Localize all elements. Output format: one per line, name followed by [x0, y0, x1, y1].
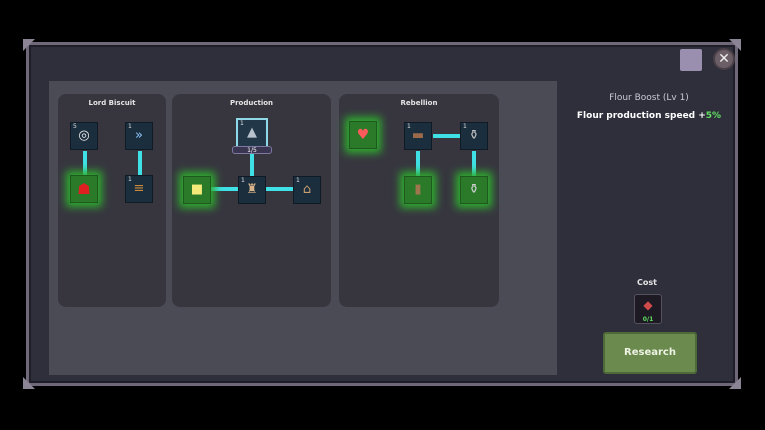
node-worker[interactable]: 1 ♜ [238, 176, 266, 204]
node-stopwatch[interactable]: 5 ◎ [70, 122, 98, 150]
node-progress: 1/5 [232, 146, 272, 154]
board-icon: ▮ [414, 182, 422, 197]
branch-production: Production 1 ▲ 1/5 ■ 1 ♜ 1 ⌂ [172, 94, 331, 307]
frame-corner [23, 377, 35, 389]
menu-tab-button[interactable] [680, 49, 702, 71]
red-lord-icon: ☗ [77, 180, 91, 198]
node-level: 1 [128, 176, 132, 183]
tech-tree-area: Lord Biscuit 5 ◎ 1 » ☗ 1 ≡ Production [49, 81, 557, 375]
tree-link [250, 154, 254, 178]
node-speed[interactable]: 1 » [125, 122, 153, 150]
cost-label: Cost [637, 278, 657, 287]
cost-amount: 0/1 [642, 316, 654, 323]
branch-rebellion: Rebellion ♥ 1 ▬ 1 ⚱ ▮ ⚱ [339, 94, 499, 307]
node-level: 1 [407, 123, 411, 130]
node-level: 1 [463, 123, 467, 130]
stopwatch-icon: ◎ [78, 128, 90, 143]
node-red-lord[interactable]: ☗ [70, 175, 98, 203]
anvil-icon: ⌂ [302, 182, 312, 197]
frame-corner [729, 377, 741, 389]
node-anvil[interactable]: 1 ⌂ [293, 176, 321, 204]
upgrade-title: Flour Boost (Lv 1) [609, 93, 689, 103]
node-heart[interactable]: ♥ [349, 121, 377, 149]
bread-pile-icon: ≡ [133, 181, 145, 196]
node-board[interactable]: ▮ [404, 176, 432, 204]
node-level: 1 [241, 177, 245, 184]
meat-icon: ◆ [643, 298, 653, 312]
research-button[interactable]: Research [603, 332, 697, 374]
node-level: 1 [240, 120, 244, 127]
cost-item: ◆ 0/1 [634, 294, 662, 324]
branch-title: Lord Biscuit [88, 99, 136, 107]
upgrade-description-text: Flour production speed + [576, 111, 706, 121]
grinder-icon: ⚱ [468, 182, 480, 197]
branch-title: Rebellion [400, 99, 438, 107]
tree-link [433, 134, 463, 138]
tree-link [472, 151, 476, 176]
node-butter[interactable]: ■ [183, 176, 211, 204]
upgrade-bonus: 5% [705, 111, 722, 121]
node-grinder[interactable]: ⚱ [460, 176, 488, 204]
close-button[interactable]: ✕ [713, 48, 735, 70]
node-bread-pile[interactable]: 1 ≡ [125, 175, 153, 203]
tree-link [83, 151, 87, 175]
tree-link [138, 151, 142, 175]
speed-arrows-icon: » [135, 128, 143, 143]
branch-lord-biscuit: Lord Biscuit 5 ◎ 1 » ☗ 1 ≡ [58, 94, 166, 307]
flour-sack-icon: ▲ [247, 125, 257, 140]
frame-corner [729, 39, 741, 51]
tree-link [264, 187, 294, 191]
tree-link [210, 187, 240, 191]
node-level: 1 [296, 177, 300, 184]
branch-title: Production [229, 99, 274, 107]
worker-icon: ♜ [246, 182, 258, 197]
node-level: 5 [73, 123, 77, 130]
mortar-icon: ⚱ [468, 128, 480, 143]
plank-icon: ▬ [411, 128, 425, 143]
node-level: 1 [128, 123, 132, 130]
upgrade-description: Flour production speed +5% [559, 111, 739, 121]
node-mortar[interactable]: 1 ⚱ [460, 122, 488, 150]
frame-corner [23, 39, 35, 51]
heart-icon: ♥ [356, 127, 370, 143]
butter-block-icon: ■ [190, 182, 204, 197]
tree-link [416, 151, 420, 176]
research-window: ✕ Lord Biscuit 5 ◎ 1 » ☗ 1 ≡ [23, 39, 741, 389]
node-plank[interactable]: 1 ▬ [404, 122, 432, 150]
node-flour-boost[interactable]: 1 ▲ [236, 118, 268, 148]
